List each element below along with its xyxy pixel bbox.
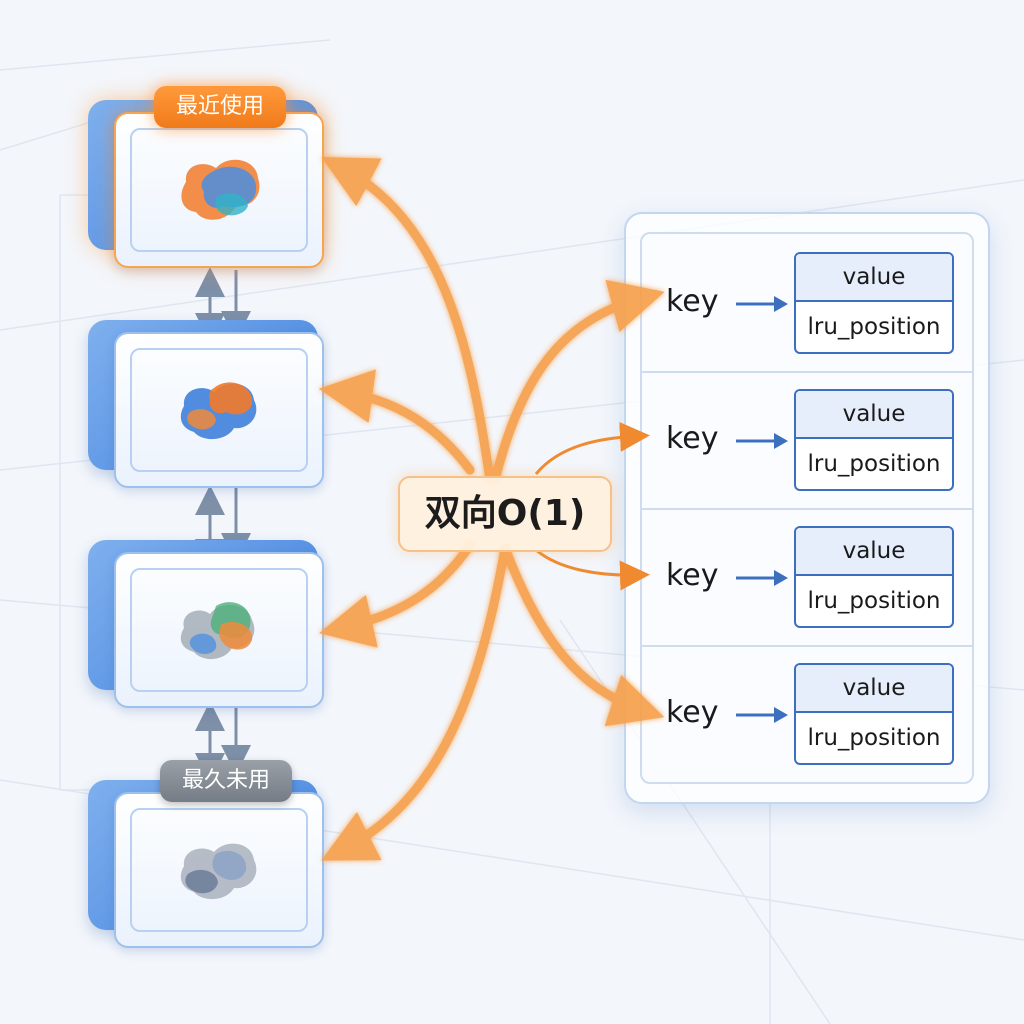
- link-3-4: [195, 701, 251, 783]
- arrow-to-node-1: [321, 157, 495, 485]
- most-recent-label: 最近使用: [154, 86, 287, 128]
- arrow-to-key-2: [534, 421, 650, 475]
- list-node-most-recent: [88, 100, 334, 270]
- value-cell: value: [796, 665, 952, 713]
- least-recent-label: 最久未用: [160, 760, 293, 802]
- list-node-2: [88, 320, 334, 490]
- hash-table-row: key value lru_position: [642, 645, 972, 782]
- hash-entry: value lru_position: [794, 526, 954, 628]
- key-label: key: [666, 421, 719, 456]
- lru-position-cell: lru_position: [807, 725, 941, 751]
- lru-position-cell: lru_position: [807, 314, 941, 340]
- arrow-to-node-2: [318, 369, 475, 475]
- key-label: key: [666, 558, 719, 593]
- list-node-least-recent: [88, 780, 334, 950]
- arrow-to-key-4: [500, 543, 665, 727]
- data-blob-icon: [181, 159, 260, 220]
- hash-entry: value lru_position: [794, 663, 954, 765]
- value-cell: value: [796, 528, 952, 576]
- arrow-to-key-3: [535, 548, 650, 591]
- value-cell: value: [796, 391, 952, 439]
- value-cell: value: [796, 254, 952, 302]
- key-label: key: [666, 695, 719, 730]
- list-node-3: [88, 540, 334, 710]
- hash-table-row: key value lru_position: [642, 508, 972, 647]
- pointer-arrow-icon: [736, 707, 788, 723]
- data-blob-icon: [180, 843, 257, 900]
- pointer-arrow-icon: [736, 433, 788, 449]
- pointer-arrow-icon: [736, 296, 788, 312]
- hash-table-row: key value lru_position: [642, 371, 972, 510]
- arrow-to-key-1: [490, 279, 665, 485]
- hash-table-row: key value lru_position: [642, 234, 972, 373]
- data-blob-icon: [180, 382, 257, 440]
- key-label: key: [666, 284, 719, 319]
- bidirectional-o1-label: 双向O(1): [398, 476, 612, 552]
- hash-table: key value lru_position key value: [624, 212, 990, 804]
- arrow-to-node-3: [319, 540, 475, 648]
- lru-position-cell: lru_position: [807, 588, 941, 614]
- hash-entry: value lru_position: [794, 252, 954, 354]
- arrow-to-node-4: [321, 543, 510, 861]
- pointer-arrow-icon: [736, 570, 788, 586]
- hash-entry: value lru_position: [794, 389, 954, 491]
- lru-position-cell: lru_position: [807, 451, 941, 477]
- data-blob-icon: [180, 602, 255, 660]
